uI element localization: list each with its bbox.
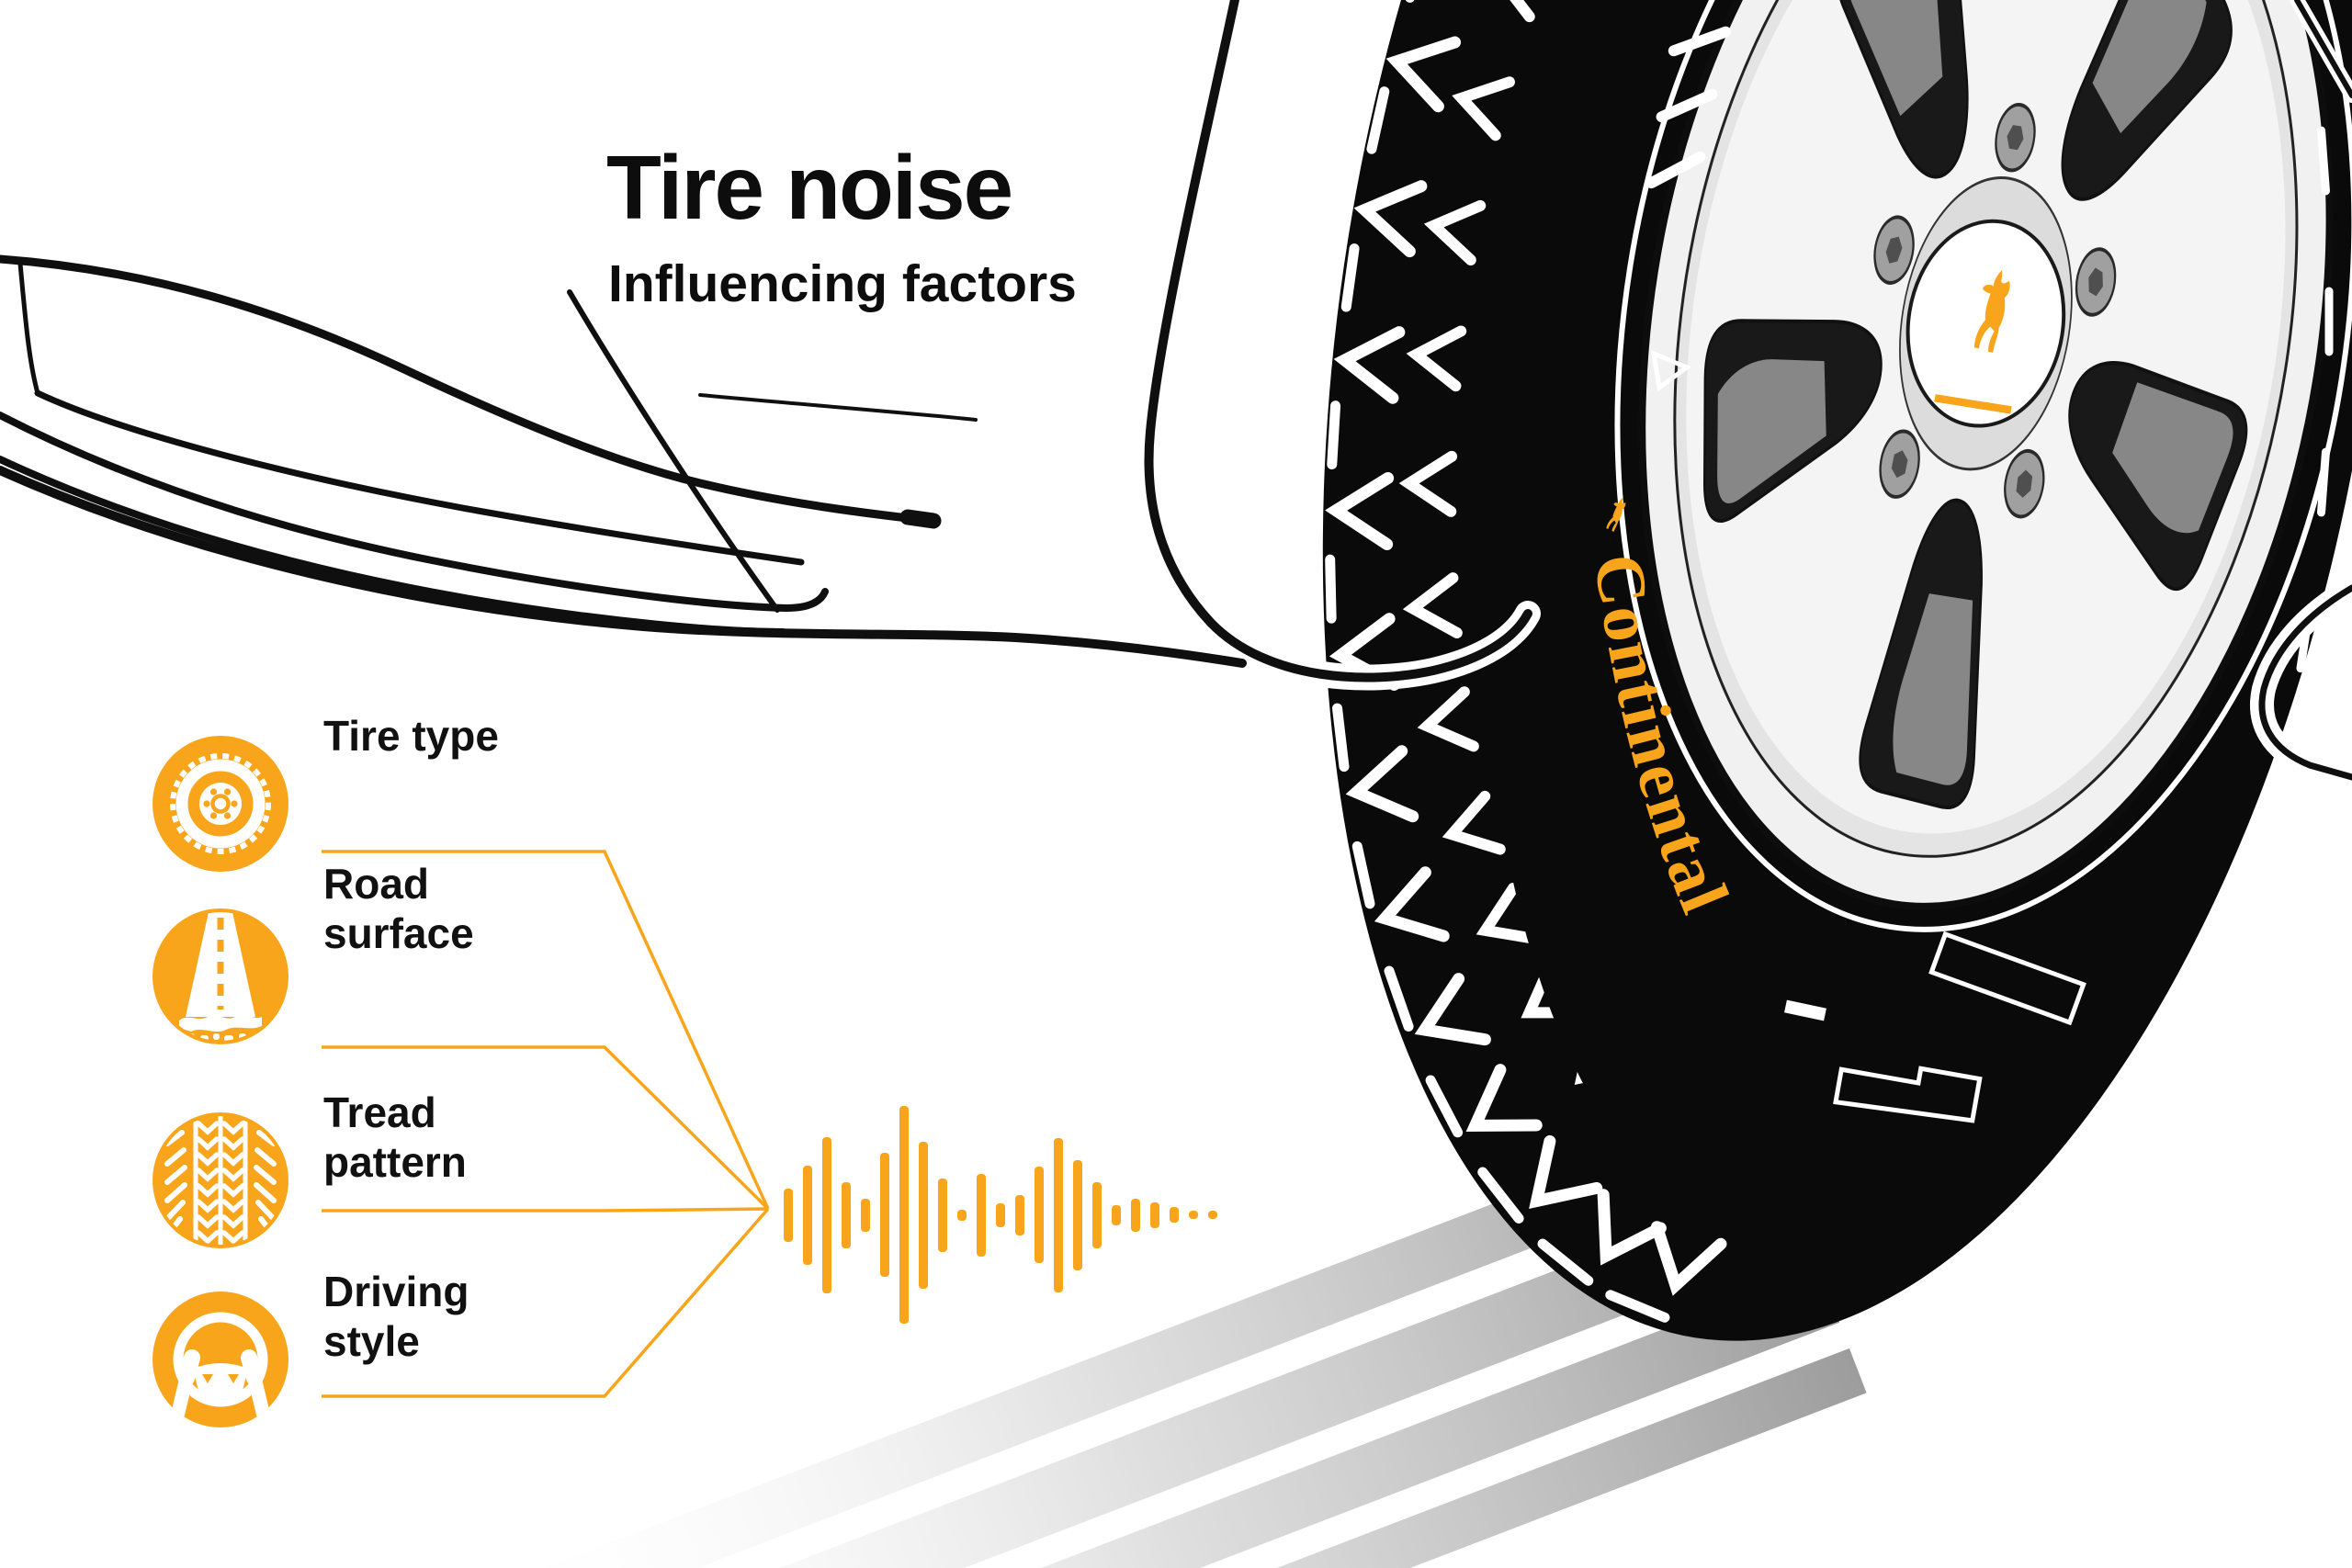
window-bottom-line [34, 389, 805, 566]
sound-wave-bar [803, 1165, 812, 1265]
sound-wave-bar [1131, 1198, 1140, 1232]
sound-wave-bar [977, 1173, 986, 1257]
fender-arch [1144, 0, 1532, 682]
tread-pattern [1325, 36, 1727, 1296]
sound-wave-bar [1150, 1201, 1159, 1228]
factor-connectors [322, 850, 770, 1398]
page-title: Tire noise [606, 137, 1013, 238]
rear-corner-line [2294, 0, 2352, 98]
sound-wave-bar [842, 1181, 851, 1248]
factor-label: Tread pattern [323, 1089, 467, 1186]
factor-label: Driving style [323, 1268, 469, 1365]
sound-wave-bar [1170, 1207, 1179, 1223]
sound-wave-bar [938, 1178, 947, 1252]
sound-wave-bar [1073, 1159, 1082, 1270]
sound-wave-bar [1035, 1167, 1044, 1263]
sound-wave-bar [957, 1209, 967, 1221]
factor-row-driving-style: Driving style [153, 1268, 469, 1427]
factor-label: Road surface [323, 860, 474, 957]
road-icon [153, 908, 288, 1044]
rocker-line-bottom [0, 456, 786, 636]
rear-body-notch [2258, 584, 2352, 781]
sound-wave-bar [1112, 1204, 1121, 1225]
crease-line [698, 393, 978, 422]
sound-wave-bar [1208, 1211, 1217, 1219]
sound-wave-bar [899, 1106, 909, 1324]
underbody-sweep [0, 466, 1247, 668]
rocker-line-top [0, 412, 829, 613]
tire-icon [153, 736, 288, 872]
a-pillar-line [17, 261, 40, 396]
belt-line [0, 254, 936, 525]
sound-wave-bar [1092, 1181, 1102, 1248]
center-cap [1905, 219, 2066, 428]
sound-wave-bar [784, 1188, 793, 1242]
sound-wave-bar [880, 1153, 889, 1277]
motion-streaks [469, 1102, 1867, 1568]
car-body-lines [0, 0, 2352, 789]
wheel-rim [1638, 0, 2334, 910]
sound-wave [784, 1106, 1217, 1324]
sound-wave-bar [1189, 1211, 1198, 1219]
b-pillar-line [567, 289, 780, 613]
sound-wave-bar [919, 1141, 928, 1289]
tire [1322, 0, 2352, 1341]
spoke-openings [1702, 0, 2248, 809]
sound-wave-bar [1015, 1194, 1024, 1235]
sound-wave-bar [1054, 1137, 1063, 1292]
steering-wheel-icon [153, 1292, 288, 1427]
lug-nuts [1873, 102, 2117, 519]
factor-row-tire-type: Tire type [153, 712, 499, 872]
factor-row-tread-pattern: Tread pattern [153, 1089, 467, 1248]
sound-wave-bar [861, 1198, 870, 1232]
factor-label: Tire type [323, 712, 499, 760]
sound-wave-bar [996, 1202, 1005, 1227]
factor-row-road-surface: Road surface [153, 860, 474, 1044]
tread-icon [153, 1112, 288, 1248]
sound-wave-bar [822, 1136, 831, 1293]
page-subtitle: Influencing factors [608, 254, 1077, 313]
